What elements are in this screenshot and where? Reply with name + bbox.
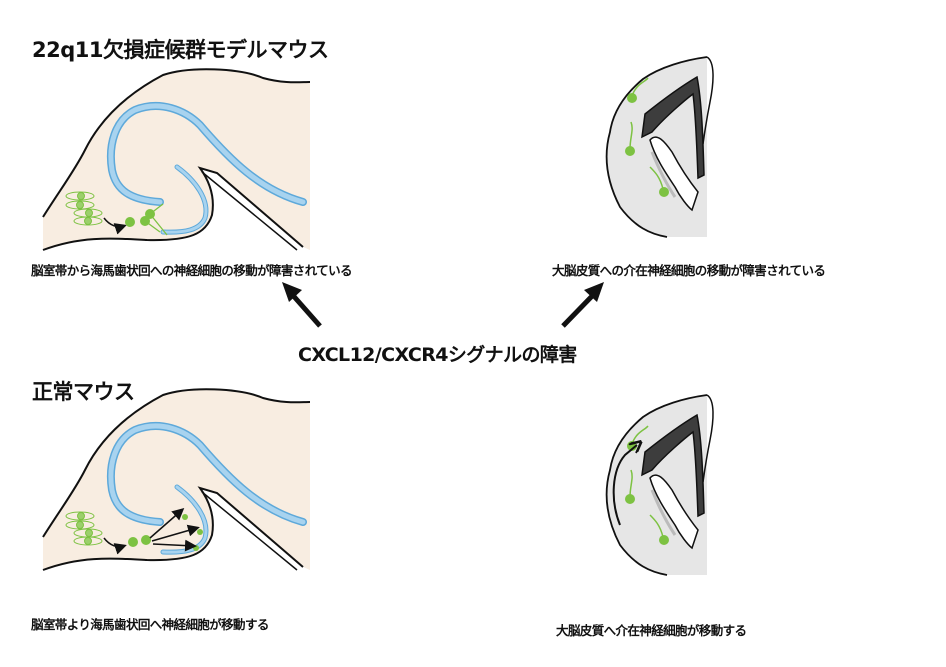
- top-hippocampus-illustration: [43, 69, 310, 250]
- top-hippocampus-caption: 脳室帯から海馬歯状回への神経細胞の移動が障害されている: [31, 263, 353, 278]
- arrow-to-cortex: [561, 282, 604, 328]
- top-migrated-neurons: [125, 203, 168, 236]
- bottom-hippocampus-illustration: [43, 389, 310, 570]
- bottom-cortex-caption: 大脳皮質へ介在神経細胞が移動する: [556, 623, 747, 638]
- center-label: CXCL12/CXCR4シグナルの障害: [298, 344, 577, 366]
- bottom-cortex-illustration: [605, 393, 715, 577]
- top-cortex-caption: 大脳皮質への介在神経細胞の移動が障害されている: [552, 263, 826, 278]
- bottom-hippocampus-caption: 脳室帯より海馬歯状回へ神経細胞が移動する: [31, 617, 269, 632]
- arrow-to-hippocampus: [282, 282, 322, 328]
- top-title: 22q11欠損症候群モデルマウス: [32, 38, 329, 62]
- bottom-title: 正常マウス: [32, 380, 135, 404]
- top-cortex-illustration: [605, 55, 715, 239]
